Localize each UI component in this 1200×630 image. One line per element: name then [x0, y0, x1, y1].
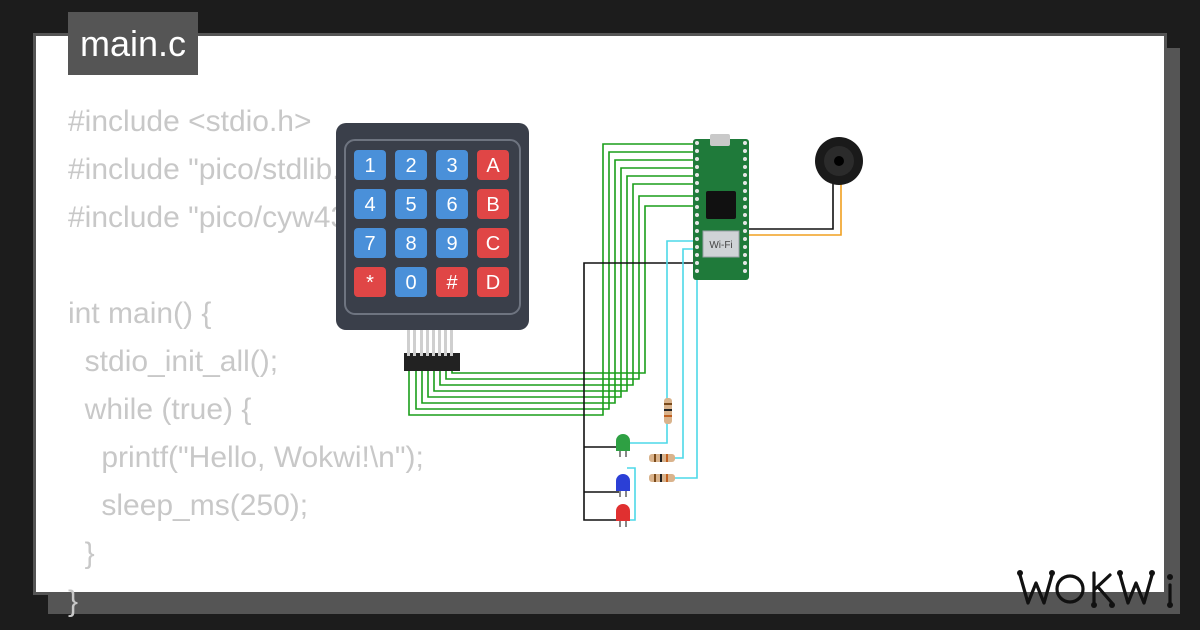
- pico-pin: [743, 237, 747, 241]
- pico-pin: [695, 269, 699, 273]
- keypad-key-*[interactable]: *: [354, 267, 386, 297]
- keypad-key-B[interactable]: B: [477, 189, 509, 219]
- pico-pin: [695, 189, 699, 193]
- pico-pin: [695, 197, 699, 201]
- code-line: }: [68, 537, 95, 570]
- buzzer[interactable]: [815, 137, 863, 185]
- keypad-key-label: #: [446, 272, 458, 294]
- pico-pin: [695, 253, 699, 257]
- pico-pin: [743, 165, 747, 169]
- keypad-key-label: A: [486, 155, 500, 177]
- led-blue[interactable]: [616, 474, 630, 497]
- keypad-key-3[interactable]: 3: [436, 150, 468, 180]
- pico-pin: [695, 261, 699, 265]
- keypad-key-5[interactable]: 5: [395, 189, 427, 219]
- code-line: printf("Hello, Wokwi!\n");: [68, 441, 424, 474]
- pico-w-board[interactable]: Wi-Fi: [693, 134, 749, 280]
- keypad-key-A[interactable]: A: [477, 150, 509, 180]
- pico-pin: [743, 197, 747, 201]
- code-line: sleep_ms(250);: [68, 489, 309, 522]
- code-line: #include <stdio.h>: [68, 105, 312, 138]
- pico-pin: [743, 253, 747, 257]
- keypad-key-#[interactable]: #: [436, 267, 468, 297]
- keypad-key-label: 0: [405, 272, 416, 294]
- keypad-key-label: 4: [364, 194, 375, 216]
- pico-pin: [695, 245, 699, 249]
- pico-pin: [743, 173, 747, 177]
- circuit-diagram: 1 2 3 A 4 5 6 B 7 8 9 C * 0 # D Wi-Fi: [336, 123, 863, 527]
- led-green[interactable]: [616, 434, 630, 457]
- code-line: }: [68, 585, 79, 618]
- pico-pin: [743, 245, 747, 249]
- keypad-key-label: 5: [405, 194, 416, 216]
- pico-pin: [743, 221, 747, 225]
- keypad-key-label: 8: [405, 233, 416, 255]
- pico-pin: [743, 149, 747, 153]
- pico-pin: [695, 165, 699, 169]
- keypad-key-7[interactable]: 7: [354, 228, 386, 258]
- keypad-key-label: 6: [446, 194, 457, 216]
- pico-pin: [695, 157, 699, 161]
- pico-pin: [695, 213, 699, 217]
- pico-pin: [743, 205, 747, 209]
- pico-pin: [695, 181, 699, 185]
- keypad-key-label: 3: [446, 155, 457, 177]
- pico-pin: [743, 157, 747, 161]
- code-line: stdio_init_all();: [68, 345, 279, 378]
- pico-pin: [743, 181, 747, 185]
- keypad-key-label: *: [366, 272, 374, 294]
- pico-pin: [743, 261, 747, 265]
- pico-pin: [743, 229, 747, 233]
- keypad-key-1[interactable]: 1: [354, 150, 386, 180]
- keypad-key-8[interactable]: 8: [395, 228, 427, 258]
- keypad-key-0[interactable]: 0: [395, 267, 427, 297]
- pico-pin: [743, 213, 747, 217]
- keypad-key-4[interactable]: 4: [354, 189, 386, 219]
- keypad-key-9[interactable]: 9: [436, 228, 468, 258]
- keypad-key-label: C: [486, 233, 500, 255]
- keypad-key-D[interactable]: D: [477, 267, 509, 297]
- keypad-key-label: 1: [364, 155, 375, 177]
- pico-pin: [695, 141, 699, 145]
- resistor: [649, 474, 675, 482]
- keypad-key-C[interactable]: C: [477, 228, 509, 258]
- code-preview: #include <stdio.h> #include "pico/stdlib…: [68, 98, 458, 626]
- resistor: [664, 398, 672, 424]
- keypad-key-label: D: [486, 272, 500, 294]
- keypad-key-label: 9: [446, 233, 457, 255]
- keypad-key-label: 7: [364, 233, 375, 255]
- pico-pin: [743, 141, 747, 145]
- resistor: [649, 454, 675, 462]
- file-tab[interactable]: main.c: [68, 12, 199, 75]
- keypad-key-label: 2: [405, 155, 416, 177]
- pico-pin: [743, 269, 747, 273]
- pico-pin: [695, 149, 699, 153]
- led-red[interactable]: [616, 504, 630, 527]
- code-line: while (true) {: [68, 393, 252, 426]
- ground-wires: [583, 262, 693, 521]
- pico-pin: [743, 189, 747, 193]
- pico-pin: [695, 229, 699, 233]
- keypad-key-6[interactable]: 6: [436, 189, 468, 219]
- keypad[interactable]: 1 2 3 A 4 5 6 B 7 8 9 C * 0 # D: [336, 123, 529, 371]
- wifi-chip-label: Wi-Fi: [709, 240, 732, 251]
- pico-pin: [695, 237, 699, 241]
- pico-pin: [695, 221, 699, 225]
- keypad-key-label: B: [486, 194, 499, 216]
- buzzer-wires: [747, 183, 842, 236]
- code-line: int main() {: [68, 297, 212, 330]
- keypad-key-2[interactable]: 2: [395, 150, 427, 180]
- wokwi-logo: [1017, 570, 1173, 608]
- pico-pin: [695, 173, 699, 177]
- pico-pin: [695, 205, 699, 209]
- simulation-canvas[interactable]: #include <stdio.h> #include "pico/stdlib…: [33, 33, 1173, 618]
